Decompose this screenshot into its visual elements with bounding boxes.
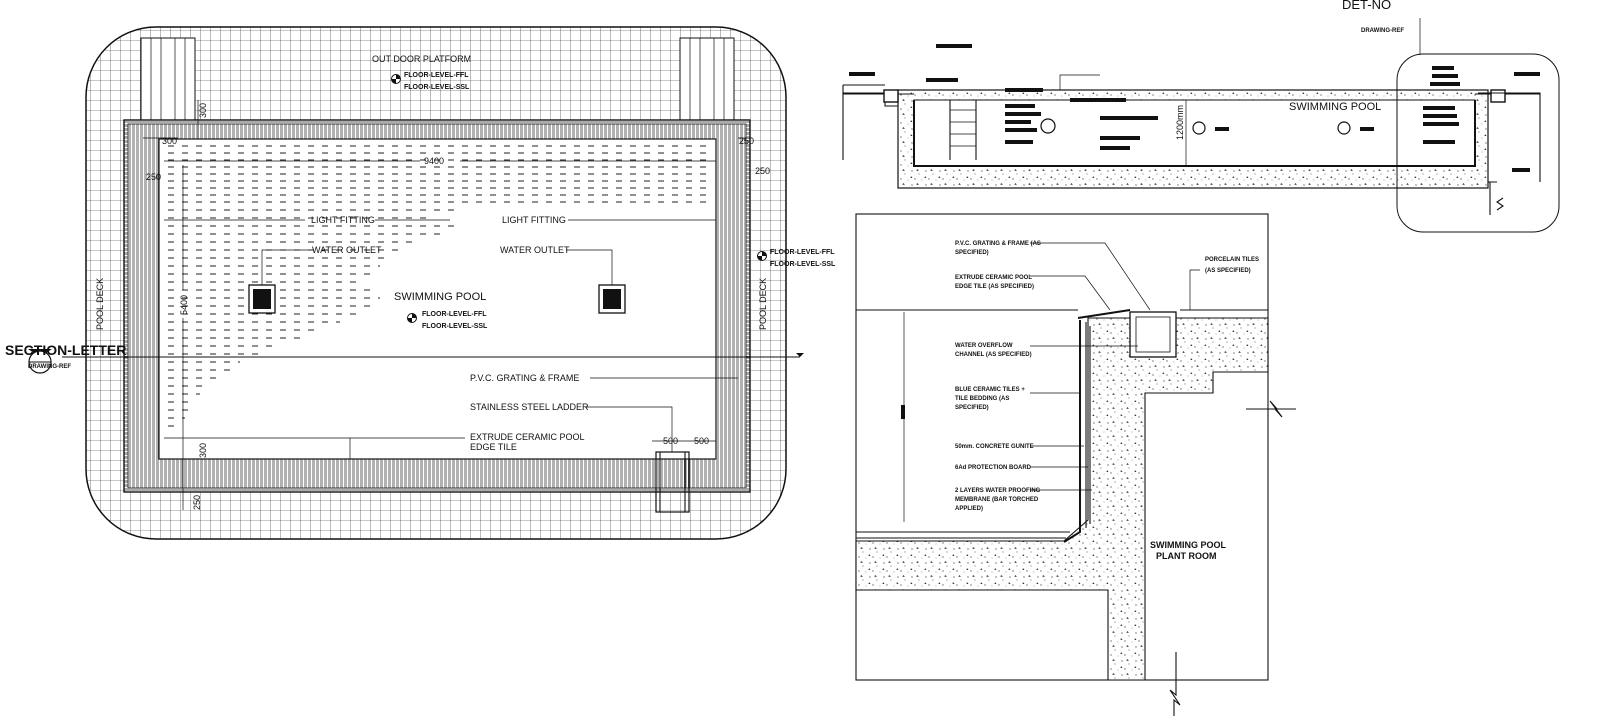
overflow-channel-1: WATER OVERFLOW: [955, 343, 1013, 349]
outdoor-platform-label: OUT DOOR PLATFORM: [372, 54, 471, 64]
dim-250-right: 250: [755, 166, 770, 176]
water-outlet-right-label: WATER OUTLET: [500, 245, 570, 255]
water-outlet-left: [248, 284, 276, 314]
dim-250-left: 250: [146, 172, 161, 182]
dim-300-top: 300: [198, 103, 208, 118]
pvc-grating-detail-1: P.V.C. GRATING & FRAME (AS: [955, 241, 1041, 247]
pool-plan: OUT DOOR PLATFORM FLOOR-LEVEL-FFL FLOOR-…: [5, 26, 836, 540]
light-fitting-left-label: LIGHT FITTING: [311, 215, 375, 225]
dim-300-left: 300: [162, 136, 177, 146]
pool-edge-detail: P.V.C. GRATING & FRAME (AS SPECIFIED) EX…: [855, 213, 1296, 716]
dim-250-bottom: 250: [192, 495, 202, 510]
detail-frame: [855, 213, 1269, 681]
section-water: [913, 99, 1476, 167]
section-ref-label: DRAWING-REF: [28, 364, 71, 370]
pool-deck-right-label: POOL DECK: [758, 278, 768, 330]
platform-column-right: [679, 37, 735, 124]
pool-level-ffl: FLOOR-LEVEL-FFL: [422, 311, 487, 318]
porcelain-tiles-2: (AS SPECIFIED): [1205, 268, 1251, 274]
light-fitting-3: [1337, 121, 1351, 135]
edge-tile-label-1: EXTRUDE CERAMIC POOL: [470, 432, 585, 442]
section-marker: [28, 349, 52, 374]
light-fitting-2: [1192, 121, 1206, 135]
pvc-grating-detail-2: SPECIFIED): [955, 250, 989, 256]
dim-250-right-top: 250: [739, 136, 754, 146]
waterproofing-1: 2 LAYERS WATER PROOFING: [955, 488, 1041, 494]
top-level-ssl: FLOOR-LEVEL-SSL: [404, 84, 470, 91]
level-marker-top: [391, 74, 401, 84]
blue-tiles-2: TILE BEDDING (AS: [955, 396, 1009, 402]
ladder-section: [949, 100, 977, 160]
depth-dimension: 1200mm: [1175, 105, 1185, 140]
water-outlet-right: [598, 284, 626, 314]
dim-9400: 9400: [424, 156, 444, 166]
top-level-ffl: FLOOR-LEVEL-FFL: [404, 72, 469, 79]
pool-long-section: DET-NO DRAWING-REF SWIMMING POOL 1200mm: [842, 0, 1560, 233]
pvc-grating-label: P.V.C. GRATING & FRAME: [470, 373, 579, 383]
overflow-channel-2: CHANNEL (AS SPECIFIED): [955, 352, 1032, 358]
dim-500-a: 500: [663, 436, 678, 446]
blue-tiles-1: BLUE CERAMIC TILES +: [955, 387, 1025, 393]
dim-500-b: 500: [694, 436, 709, 446]
section-callout-blocks: [849, 44, 1540, 172]
pool-deck-left-label: POOL DECK: [95, 278, 105, 330]
detail-concrete: [855, 317, 1269, 681]
level-marker-pool: [407, 313, 417, 323]
section-letter-label: SECTION-LETTER: [5, 342, 126, 358]
waterproofing-3: APPLIED): [955, 506, 983, 512]
edge-tile-detail-1: EXTRUDE CERAMIC POOL: [955, 275, 1032, 281]
light-fitting-1: [1040, 118, 1056, 134]
concrete-gunite: 50mm. CONCRETE GUNITE: [955, 444, 1034, 450]
pool-level-ssl: FLOOR-LEVEL-SSL: [422, 323, 488, 330]
ladder-plan: [655, 451, 690, 513]
plant-room-2: PLANT ROOM: [1156, 551, 1217, 561]
platform-column-left: [140, 37, 196, 124]
side-level-ffl: FLOOR-LEVEL-FFL: [770, 249, 835, 256]
waterproofing-2: MEMBRANE (BAR TORCHED: [955, 497, 1039, 503]
side-level-ssl: FLOOR-LEVEL-SSL: [770, 261, 836, 268]
protection-board: 6Ad PROTECTION BOARD: [955, 465, 1032, 471]
ladder-label: STAINLESS STEEL LADDER: [470, 402, 589, 412]
detail-bubble: [1396, 53, 1560, 233]
edge-tile-label-2: EDGE TILE: [470, 442, 517, 452]
dim-5400: 5400: [179, 295, 189, 315]
plant-room-1: SWIMMING POOL: [1150, 540, 1226, 550]
pool-title-section: SWIMMING POOL: [1289, 101, 1381, 113]
light-fitting-right-label: LIGHT FITTING: [502, 215, 566, 225]
det-no-label: DET-NO: [1342, 0, 1391, 12]
dim-300-bottom: 300: [198, 443, 208, 458]
water-outlet-left-label: WATER OUTLET: [312, 245, 382, 255]
blue-tiles-3: SPECIFIED): [955, 405, 989, 411]
level-marker-side: [757, 251, 767, 261]
porcelain-tiles-1: PORCELAIN TILES: [1205, 257, 1259, 263]
edge-tile-detail-2: EDGE TILE (AS SPECIFIED): [955, 284, 1034, 290]
drawing-ref-label: DRAWING-REF: [1361, 28, 1404, 34]
pool-title-plan: SWIMMING POOL: [394, 291, 486, 303]
